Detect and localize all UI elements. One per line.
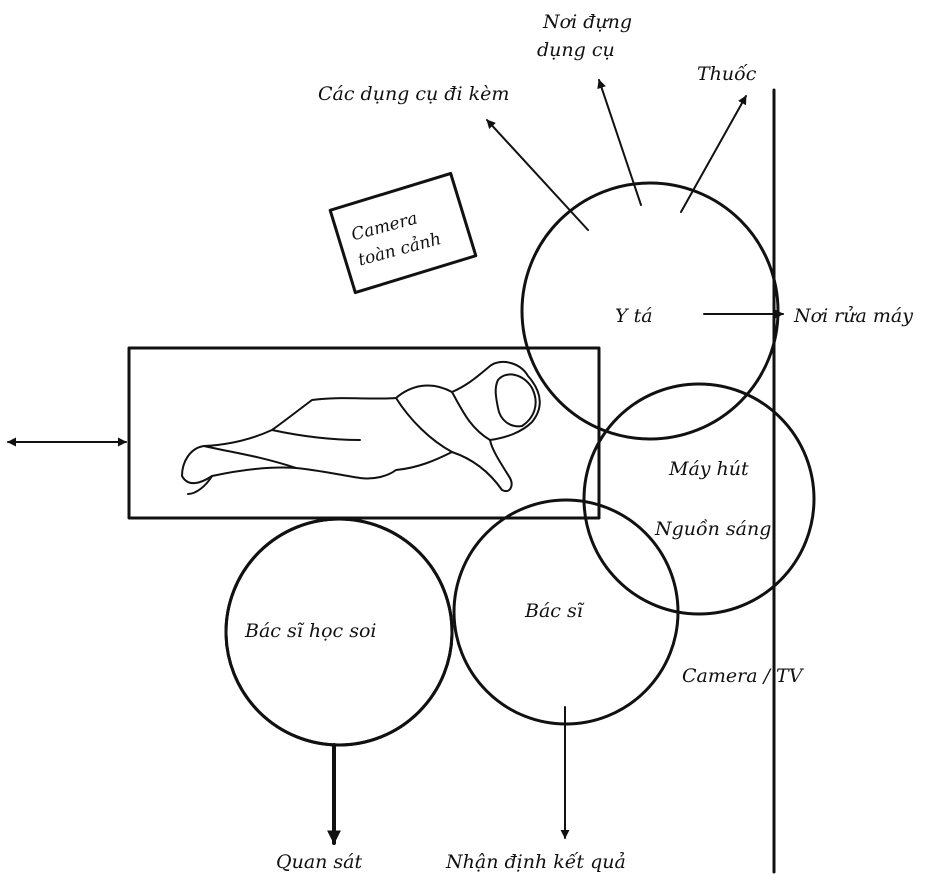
patient-figure bbox=[182, 362, 540, 494]
medicine-label: Thuốc bbox=[697, 63, 757, 85]
accessories-arrow bbox=[487, 120, 588, 230]
observe-label: Quan sát bbox=[276, 851, 362, 873]
wash-station-label: Nơi rửa máy bbox=[793, 305, 913, 327]
accessories-label: Các dụng cụ đi kèm bbox=[318, 83, 509, 105]
result-label: Nhận định kết quả bbox=[445, 851, 626, 873]
doctor-label: Bác sĩ bbox=[524, 600, 585, 622]
suction-label: Máy hút bbox=[668, 458, 749, 480]
equipment-circle bbox=[584, 384, 814, 614]
panorama-camera-label: Camera toàn cảnh bbox=[349, 204, 443, 270]
medicine-arrow bbox=[681, 96, 746, 212]
trainee-doctor-label: Bác sĩ học soi bbox=[244, 620, 376, 642]
camera-tv-label: Camera / TV bbox=[682, 665, 805, 687]
instrument-stand-label: Nơi đựng dụng cụ bbox=[537, 11, 638, 61]
light-source-label: Nguồn sáng bbox=[654, 518, 771, 540]
nurse-label: Y tá bbox=[615, 305, 653, 327]
patient-bed bbox=[129, 348, 599, 518]
